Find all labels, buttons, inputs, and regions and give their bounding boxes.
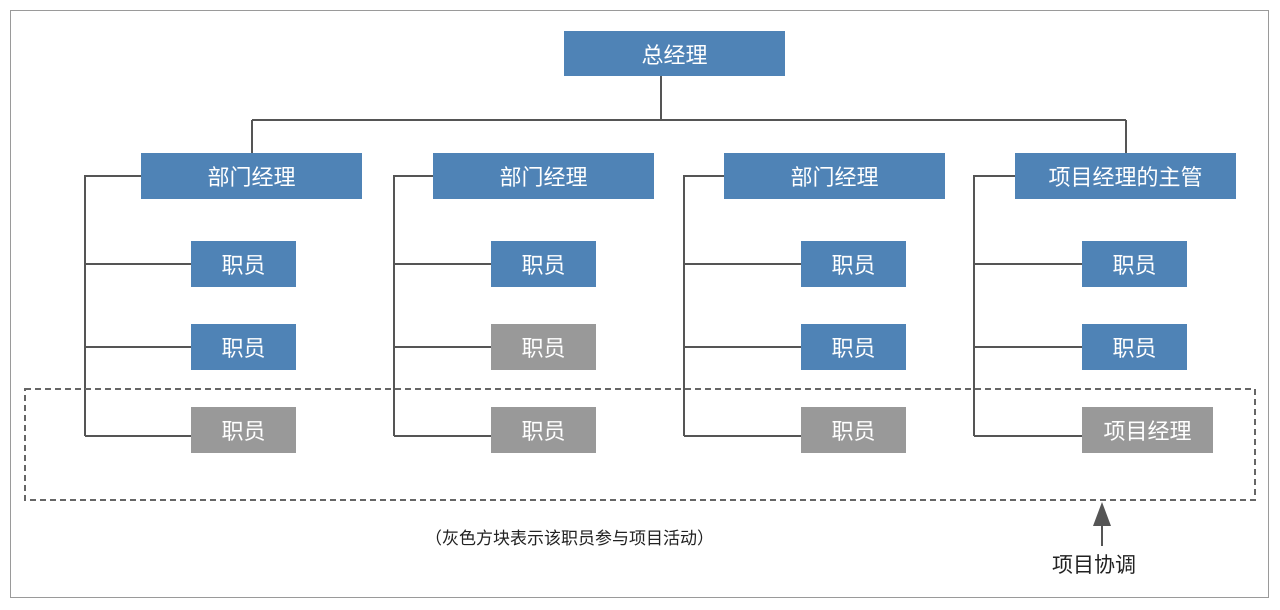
- column-1-spine: [84, 175, 141, 436]
- staff-node-3-3: 职员: [801, 407, 906, 453]
- staff-node-1-1: 职员: [191, 241, 296, 287]
- legend-note: （灰色方块表示该职员参与项目活动）: [425, 529, 714, 549]
- project-manager-supervisor-node: 项目经理的主管: [1015, 153, 1236, 199]
- staff-node-2-2: 职员: [491, 324, 596, 370]
- coordination-label: 项目协调: [1052, 553, 1136, 577]
- staff-node-1-3: 职员: [191, 407, 296, 453]
- diagram-frame: [10, 10, 1269, 598]
- project-manager-node: 项目经理: [1082, 407, 1213, 453]
- staff-node-4-2: 职员: [1082, 324, 1187, 370]
- coordination-arrow-head-icon: [1093, 502, 1111, 526]
- column-4-spine: [973, 175, 1015, 436]
- general-manager-node: 总经理: [564, 31, 785, 76]
- department-manager-node-3: 部门经理: [724, 153, 945, 199]
- staff-node-3-2: 职员: [801, 324, 906, 370]
- staff-node-1-2: 职员: [191, 324, 296, 370]
- staff-node-4-1: 职员: [1082, 241, 1187, 287]
- department-manager-node-2: 部门经理: [433, 153, 654, 199]
- staff-node-3-1: 职员: [801, 241, 906, 287]
- staff-node-2-3: 职员: [491, 407, 596, 453]
- column-2-spine: [393, 175, 433, 436]
- column-3-spine: [683, 175, 724, 436]
- department-manager-node-1: 部门经理: [141, 153, 362, 199]
- coordination-dashed-box: [24, 388, 1256, 501]
- staff-node-2-1: 职员: [491, 241, 596, 287]
